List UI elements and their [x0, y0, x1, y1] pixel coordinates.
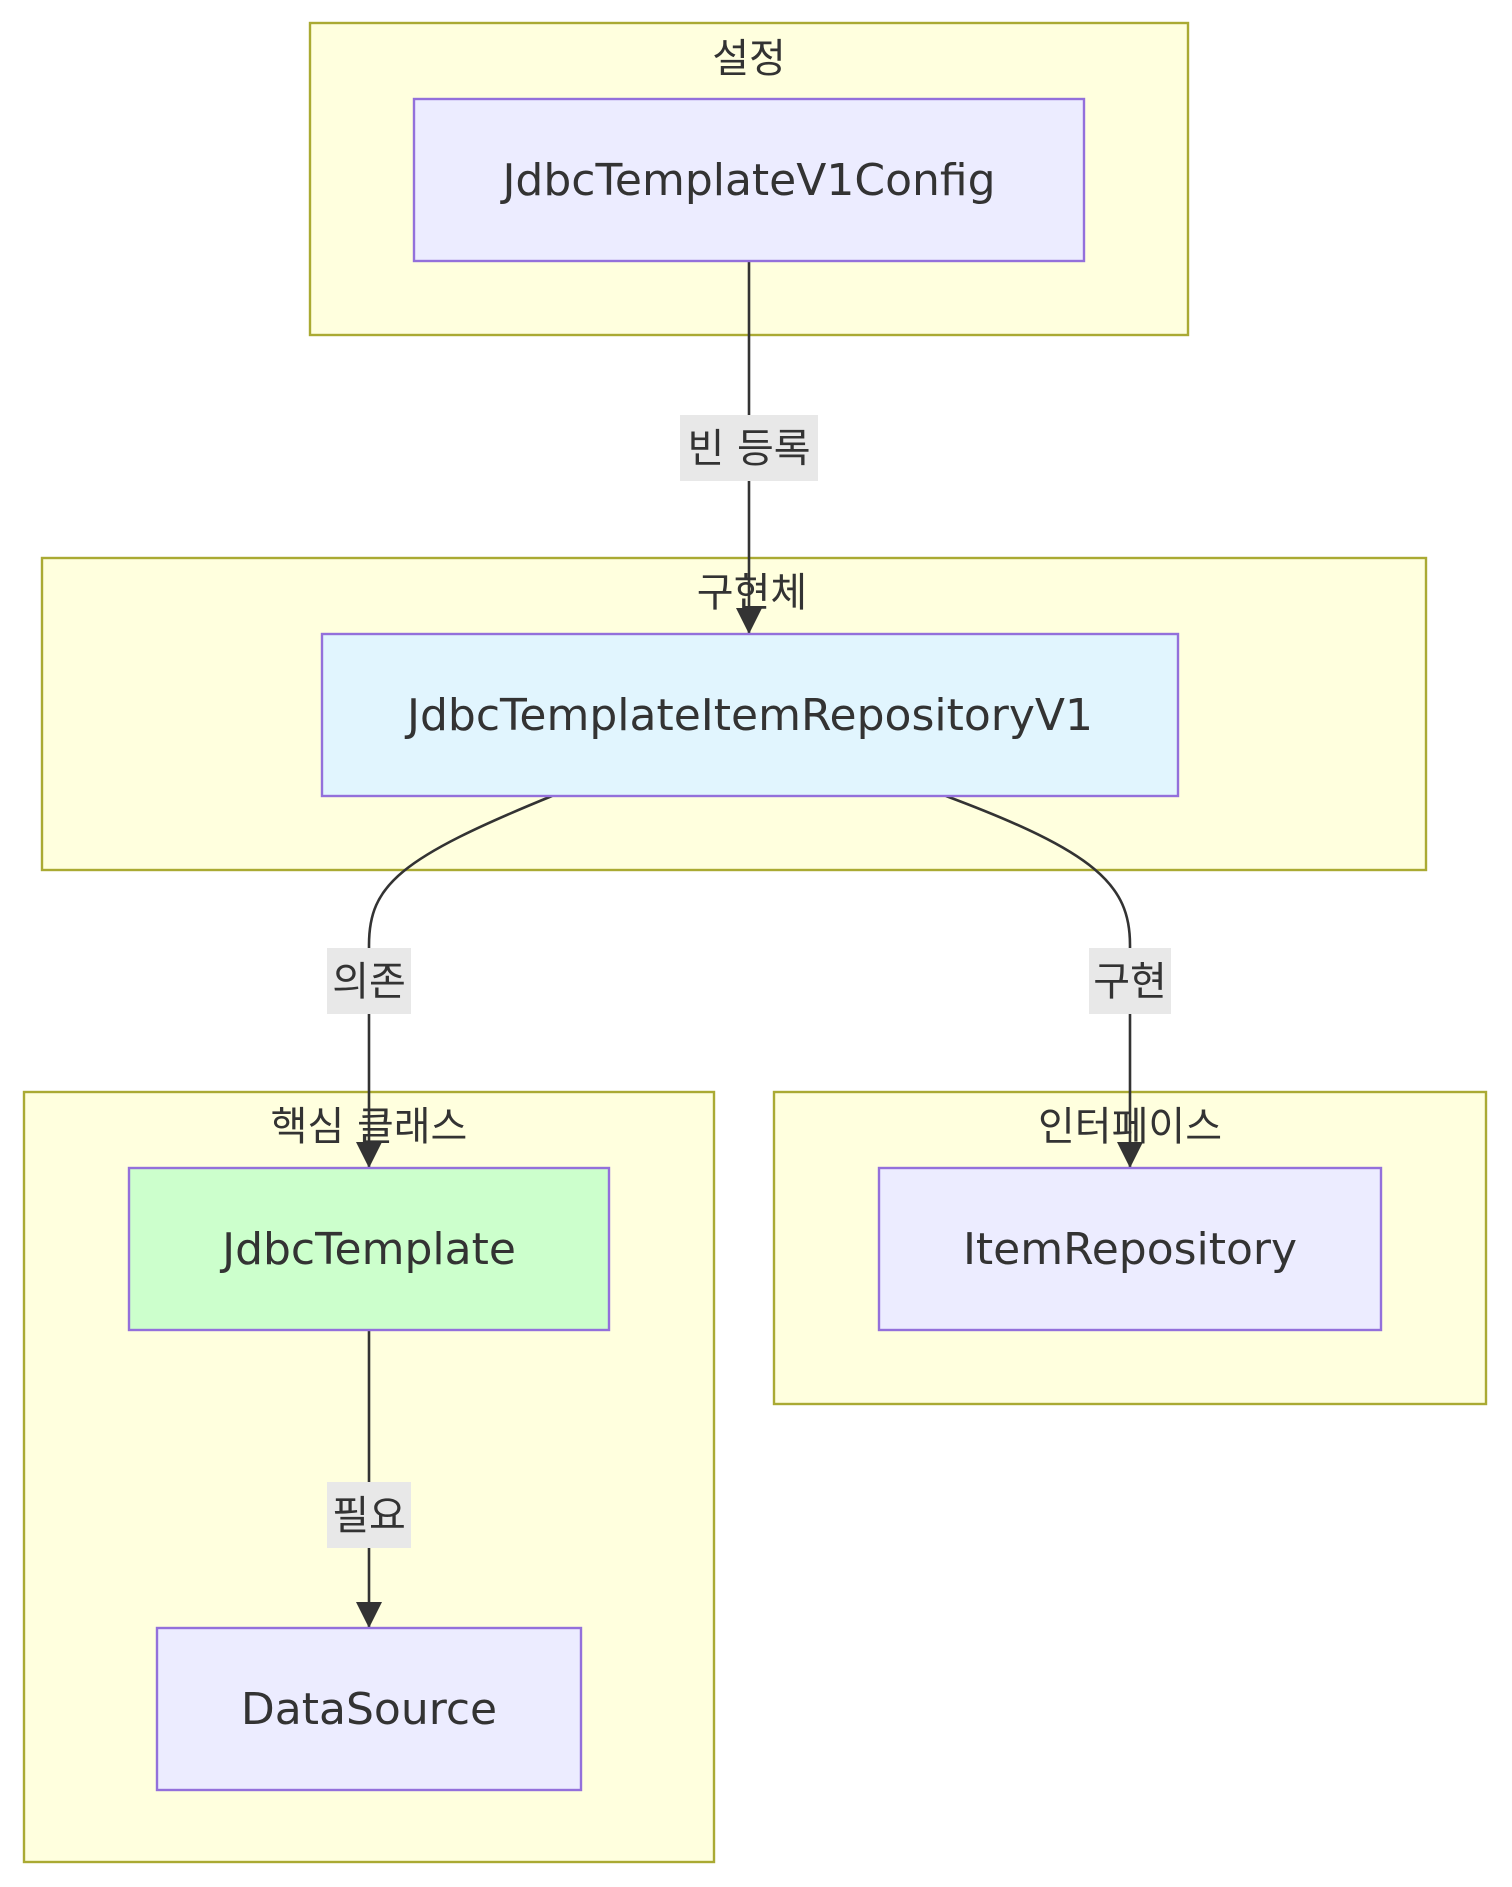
node-impl-box[interactable]	[320, 632, 1180, 798]
cluster-config-label: 설정	[712, 36, 786, 82]
edge-implements	[945, 794, 1143, 1168]
edge-implements-line	[945, 794, 1143, 1168]
node-jdbc-label: JdbcTemplate	[219, 1224, 516, 1275]
edge-depends-label: 의존	[332, 959, 406, 1005]
node-config-box[interactable]	[412, 97, 1086, 263]
node-config-label: JdbcTemplateV1Config	[499, 155, 995, 206]
edge-implements-label: 구현	[1093, 959, 1167, 1005]
node-repo-label: ItemRepository	[963, 1224, 1297, 1275]
edge-implements-label-bg	[1089, 948, 1171, 1014]
node-impl[interactable]: JdbcTemplateItemRepositoryV1	[320, 632, 1180, 798]
edge-depends-label-bg	[327, 948, 411, 1014]
edge-register-label-bg	[680, 415, 818, 481]
edge-depends	[356, 794, 553, 1168]
edge-register-label: 빈 등록	[687, 426, 810, 472]
edge-requires-label: 필요	[332, 1493, 406, 1539]
node-datasource[interactable]: DataSource	[155, 1626, 583, 1792]
node-impl-label: JdbcTemplateItemRepositoryV1	[404, 690, 1093, 741]
node-jdbc-box[interactable]	[127, 1166, 611, 1332]
node-repo-box[interactable]	[877, 1166, 1383, 1332]
edge-implements-label-group: 구현	[1089, 948, 1171, 1014]
edge-depends-label-group: 의존	[327, 948, 411, 1014]
node-datasource-label: DataSource	[241, 1684, 497, 1735]
edge-requires-label-group: 필요	[327, 1482, 411, 1548]
node-jdbc[interactable]: JdbcTemplate	[127, 1166, 611, 1332]
edge-requires-label-bg	[327, 1482, 411, 1548]
node-datasource-box[interactable]	[155, 1626, 583, 1792]
node-repo[interactable]: ItemRepository	[877, 1166, 1383, 1332]
edge-register-label-group: 빈 등록	[680, 415, 818, 481]
node-config[interactable]: JdbcTemplateV1Config	[412, 97, 1086, 263]
edge-depends-line	[356, 794, 553, 1168]
cluster-impl-label: 구현체	[697, 570, 807, 616]
